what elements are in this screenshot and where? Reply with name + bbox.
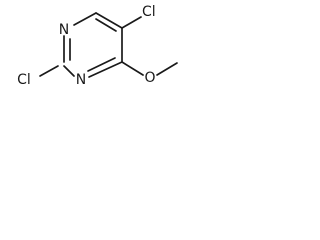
bond-c6-n1 bbox=[73, 12, 97, 26]
bond-n3-c4-double bbox=[87, 57, 116, 72]
bond-n3-c4 bbox=[88, 61, 123, 78]
bond-c4-o bbox=[121, 61, 144, 76]
atom-label-n-top: N bbox=[59, 22, 69, 38]
ring-bonds bbox=[63, 12, 123, 78]
bond-o-methyl bbox=[156, 62, 178, 76]
bond-c2-cl bbox=[39, 65, 59, 77]
bond-c5-c6 bbox=[95, 12, 123, 29]
atom-label-o-methoxy: O bbox=[144, 70, 155, 86]
chemical-structure-diagram: N N Cl Cl O bbox=[17, 4, 178, 88]
bond-c2-n3 bbox=[63, 65, 75, 77]
bond-c5-cl bbox=[121, 16, 142, 29]
atom-label-cl-left: Cl bbox=[17, 72, 31, 88]
atom-label-n-bottom: N bbox=[76, 72, 86, 88]
bond-c5-c6-double bbox=[95, 18, 117, 32]
atom-label-cl-right: Cl bbox=[142, 4, 156, 20]
